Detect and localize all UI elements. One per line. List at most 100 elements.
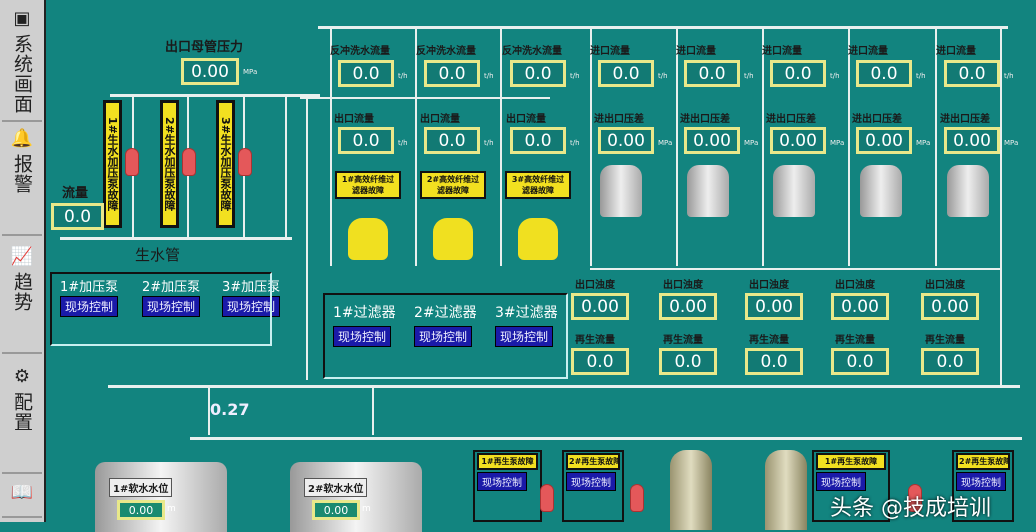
meter-unit: t/h — [830, 72, 840, 80]
pipe — [415, 26, 417, 266]
sidebar-item[interactable]: 📈 趋势 — [2, 242, 42, 354]
pipe — [285, 95, 287, 240]
regen-local-control-button[interactable]: 现场控制 — [477, 472, 527, 491]
pump-fault-indicator: 2#生水加压泵故障 — [160, 100, 179, 228]
meter-unit: t/h — [398, 72, 408, 80]
filter-local-control-button[interactable]: 现场控制 — [333, 326, 392, 347]
sidebar-item[interactable]: 📖 — [2, 478, 42, 518]
book-icon: 📖 — [10, 482, 34, 503]
filter-fault-indicator: 3#高效纤维过滤器故障 — [505, 171, 571, 199]
meter-unit: t/h — [398, 139, 408, 147]
pump-local-control-button[interactable]: 现场控制 — [60, 296, 119, 317]
raw-pipe-label: 生水管 — [135, 246, 181, 264]
turbidity-label: 出口浊度 — [925, 280, 965, 291]
sidebar-item[interactable]: 🔔报警 — [2, 124, 42, 236]
pump-icon — [125, 148, 139, 176]
tank-level-label: 2#软水水位 — [304, 478, 368, 497]
meter-unit: t/h — [658, 72, 668, 80]
regen-local-control-button[interactable]: 现场控制 — [956, 472, 1006, 491]
pump-local-control-button[interactable]: 现场控制 — [222, 296, 281, 317]
meter-label: 进出口压差 — [766, 114, 816, 125]
pump-icon — [630, 484, 644, 512]
multimedia-filter-tank-icon — [687, 165, 729, 217]
pump-fault-indicator: 1#生水加压泵故障 — [103, 100, 122, 228]
pump-local-control-button[interactable]: 现场控制 — [142, 296, 201, 317]
pipe-value: 0.27 — [210, 400, 250, 419]
meter-value: 0.0 — [424, 127, 480, 154]
header-pressure-unit: MPa — [243, 68, 258, 76]
watermark: 头条 @技成培训 — [830, 496, 991, 521]
turbidity-label: 出口浊度 — [663, 280, 703, 291]
pipe — [330, 26, 332, 266]
meter-unit: t/h — [484, 72, 494, 80]
multimedia-filter-tank-icon — [773, 165, 815, 217]
meter-value: 0.0 — [944, 60, 1000, 87]
meter-value: 0.0 — [338, 60, 394, 87]
regen-pump-panel — [952, 450, 1014, 522]
sidebar-item[interactable]: ⚙配置 — [2, 362, 42, 474]
meter-unit: MPa — [1004, 139, 1019, 147]
tank-level-unit: m — [362, 504, 371, 514]
tank-level-label: 1#软水水位 — [109, 478, 173, 497]
pipe — [60, 237, 292, 240]
filter-fault-indicator: 1#高效纤维过滤器故障 — [335, 171, 401, 199]
regen-flow-value: 0.0 — [921, 348, 979, 375]
pipe — [190, 437, 1022, 440]
filter-tank-icon — [433, 218, 473, 260]
turbidity-value: 0.00 — [745, 293, 803, 320]
filter-tank-icon — [348, 218, 388, 260]
raw-flow-value: 0.0 — [51, 203, 104, 230]
meter-value: 0.0 — [424, 60, 480, 87]
raw-flow-label: 流量 — [62, 186, 89, 201]
multimedia-filter-tank-icon — [600, 165, 642, 217]
filter-local-control-button[interactable]: 现场控制 — [414, 326, 473, 347]
meter-unit: t/h — [570, 139, 580, 147]
pipe — [676, 26, 678, 266]
filter-fault-indicator: 2#高效纤维过滤器故障 — [420, 171, 486, 199]
regen-flow-label: 再生流量 — [925, 335, 965, 346]
header-pressure-value: 0.00 — [181, 58, 239, 85]
meter-label: 进出口压差 — [594, 114, 644, 125]
meter-label: 进口流量 — [936, 46, 976, 57]
filter-tank-icon — [518, 218, 558, 260]
soft-water-tank — [290, 462, 422, 532]
pipe — [306, 97, 308, 380]
sidebar-item-label: 趋势 — [11, 272, 33, 312]
meter-label: 出口流量 — [420, 114, 460, 125]
regen-local-control-button[interactable]: 现场控制 — [566, 472, 616, 491]
meter-value: 0.00 — [770, 127, 826, 154]
sidebar: ▣ 系统画面 🔔报警 📈 趋势 ⚙配置 📖 — [0, 0, 46, 522]
bell-icon: 🔔 — [10, 128, 34, 149]
trend-icon: 📈 — [10, 246, 34, 267]
meter-unit: MPa — [916, 139, 931, 147]
regen-local-control-button[interactable]: 现场控制 — [816, 472, 866, 491]
meter-value: 0.00 — [684, 127, 740, 154]
regen-tank-icon — [765, 450, 807, 530]
screen-icon: ▣ — [13, 8, 31, 29]
sidebar-item[interactable]: ▣ 系统画面 — [2, 4, 42, 122]
pipe — [372, 385, 374, 435]
meter-value: 0.0 — [856, 60, 912, 87]
meter-unit: MPa — [830, 139, 845, 147]
filter-name: 2#过滤器 — [414, 305, 477, 321]
meter-value: 0.0 — [338, 127, 394, 154]
regen-flow-label: 再生流量 — [749, 335, 789, 346]
regen-flow-value: 0.0 — [745, 348, 803, 375]
pump-icon — [540, 484, 554, 512]
pump-name: 3#加压泵 — [222, 280, 281, 295]
meter-unit: t/h — [1004, 72, 1014, 80]
meter-value: 0.00 — [856, 127, 912, 154]
header-pressure-label: 出口母管压力 — [165, 40, 244, 55]
filter-control-panel — [323, 293, 568, 379]
filter-local-control-button[interactable]: 现场控制 — [495, 326, 554, 347]
regen-pump-panel — [812, 450, 890, 522]
regen-pump-fault-indicator: 1#再生泵故障 — [816, 453, 886, 470]
meter-label: 进口流量 — [676, 46, 716, 57]
regen-pump-fault-indicator: 2#再生泵故障 — [566, 453, 620, 470]
meter-label: 进口流量 — [762, 46, 802, 57]
sidebar-item-label: 系统画面 — [11, 34, 33, 114]
pipe — [110, 94, 320, 97]
meter-value: 0.00 — [598, 127, 654, 154]
pipe — [590, 268, 1000, 270]
tank-level-value: 0.00 — [117, 500, 165, 520]
